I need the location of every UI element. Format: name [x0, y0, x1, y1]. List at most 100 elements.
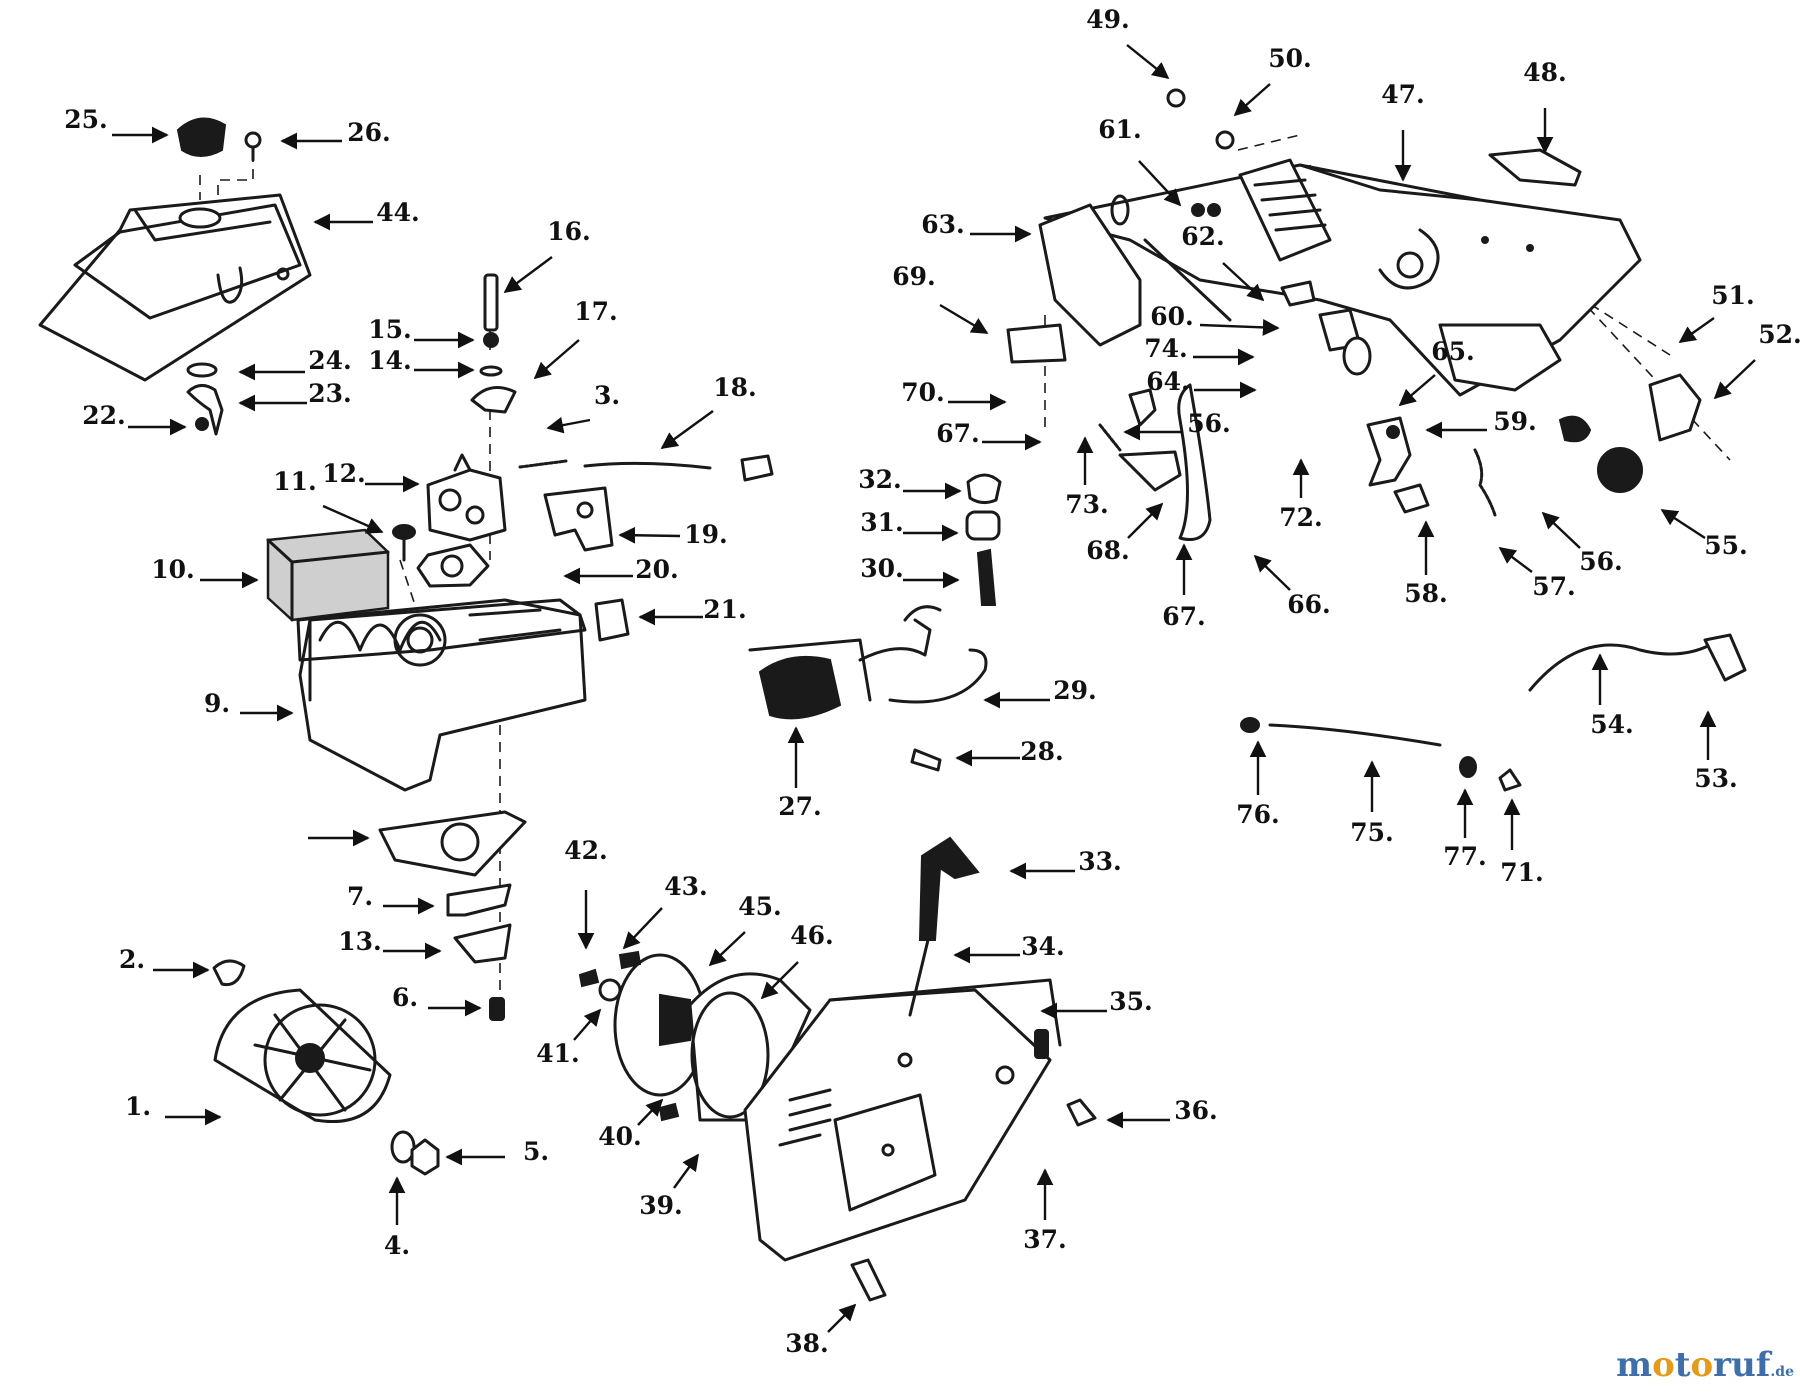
callout-24-22-label: 24. — [308, 346, 352, 375]
callout-35-33-label: 35. — [1109, 987, 1153, 1016]
callout-26-24-label: 26. — [347, 118, 391, 147]
throttle-trigger — [1366, 416, 1412, 487]
callout-32-30-label: 32. — [858, 465, 902, 494]
ignition-module — [748, 605, 988, 720]
handle-clips — [1006, 323, 1182, 492]
callout-71-71-label: 71. — [1500, 858, 1544, 887]
starter-housing — [743, 978, 1062, 1262]
callout-2-1-label: 2. — [119, 945, 145, 974]
callout-17-15-label: 17. — [574, 297, 618, 326]
callout-33-31-label: 33. — [1078, 847, 1122, 876]
callout-27-25-label: 27. — [778, 792, 822, 821]
callout-6-5-label: 6. — [392, 983, 418, 1012]
callout-68-68-label: 68. — [1086, 536, 1130, 565]
callout-43-41-arrow — [622, 907, 663, 950]
callout-70-70-label: 70. — [901, 378, 945, 407]
watermark-m: m — [1616, 1345, 1653, 1385]
top-bracket — [1488, 148, 1582, 187]
callout-69-69-arrow — [939, 303, 989, 335]
throttle-cable — [1528, 633, 1747, 692]
callout-76-76-label: 76. — [1236, 800, 1280, 829]
callout-21-19-label: 21. — [703, 595, 747, 624]
callout-64-63-label: 64. — [1146, 367, 1190, 396]
callout-65-64-arrow — [1398, 374, 1436, 407]
carburetor-gasket — [416, 543, 490, 588]
callout-57-56-label: 57. — [1532, 572, 1576, 601]
callout-52-50-label: 52. — [1758, 320, 1800, 349]
flywheel-key — [212, 959, 246, 987]
callout-55-53-arrow — [1660, 508, 1706, 540]
callout-15-13-label: 15. — [368, 315, 412, 344]
callout-16-14-label: 16. — [547, 217, 591, 246]
callout-49-47-label: 49. — [1086, 5, 1130, 34]
callout-3-2-arrow — [546, 416, 591, 434]
carburetor — [426, 453, 507, 542]
callout-66-65-arrow — [1253, 554, 1291, 591]
callout-67-66-label: 67. — [936, 419, 980, 448]
trigger-springs — [1098, 423, 1497, 517]
callout-9-7-label: 9. — [204, 689, 230, 718]
callout-51-49-label: 51. — [1711, 281, 1755, 310]
callout-60-59-label: 60. — [1150, 302, 1194, 331]
callout-61-60-arrow — [1138, 160, 1182, 207]
callout-13-11-label: 13. — [338, 927, 382, 956]
trigger-lockout — [1393, 483, 1430, 514]
handle-cover-plate — [1438, 323, 1562, 392]
callout-60-59-arrow — [1199, 319, 1280, 336]
callout-63-62-label: 63. — [921, 210, 965, 239]
callout-68-68-arrow — [1127, 502, 1164, 539]
callout-56-54-arrow — [1541, 511, 1581, 549]
callout-31-29-label: 31. — [860, 508, 904, 537]
fuel-line-set — [1240, 717, 1522, 792]
callout-5-4-label: 5. — [523, 1137, 549, 1166]
callout-52-50-arrow — [1713, 359, 1756, 400]
choke-bracket — [543, 486, 614, 552]
small-hardware — [1166, 88, 1372, 376]
callout-3-2-label: 3. — [594, 381, 620, 410]
callout-43-41-label: 43. — [664, 872, 708, 901]
module-screw — [910, 748, 942, 772]
callout-4-3-label: 4. — [384, 1231, 410, 1260]
side-lever — [1648, 373, 1702, 442]
starter-screws — [578, 950, 680, 1122]
callout-10-8-label: 10. — [151, 555, 195, 584]
callout-59-58-label: 59. — [1493, 407, 1537, 436]
cover-screw — [244, 131, 262, 162]
callout-44-42-label: 44. — [376, 198, 420, 227]
callout-50-48-label: 50. — [1268, 44, 1312, 73]
callout-18-16-label: 18. — [713, 373, 757, 402]
watermark-o-2: o — [1690, 1345, 1714, 1385]
callout-41-39-label: 41. — [536, 1039, 580, 1068]
housing-screw — [489, 997, 505, 1021]
callout-56-55-label: 56. — [1187, 409, 1231, 438]
callout-75-75-label: 75. — [1350, 818, 1394, 847]
callout-56-54-label: 56. — [1579, 547, 1623, 576]
callout-37-35-label: 37. — [1023, 1225, 1067, 1254]
callout-72-72-label: 72. — [1279, 503, 1323, 532]
starter-handle — [908, 836, 980, 1017]
watermark-ruf: ruf — [1713, 1345, 1771, 1385]
callout-48-46-label: 48. — [1523, 58, 1567, 87]
site-watermark: motoruf.de — [1616, 1345, 1794, 1385]
callout-47-45-label: 47. — [1381, 80, 1425, 109]
watermark-o-1: o — [1652, 1345, 1675, 1385]
callout-20-18-label: 20. — [635, 555, 679, 584]
callout-30-28-label: 30. — [860, 554, 904, 583]
housing-screws — [850, 1029, 1097, 1302]
callout-39-37-arrow — [673, 1153, 699, 1189]
callout-66-65-label: 66. — [1287, 590, 1331, 619]
callout-11-9-label: 11. — [273, 467, 317, 496]
callout-41-39-arrow — [573, 1008, 602, 1041]
callout-45-43-arrow — [708, 931, 746, 967]
callout-55-53-label: 55. — [1704, 531, 1748, 560]
flywheel — [213, 988, 392, 1123]
callout-18-16-arrow — [660, 410, 714, 449]
callout-38-36-arrow — [827, 1303, 857, 1333]
callout-28-26-label: 28. — [1020, 737, 1064, 766]
air-filter-element — [266, 528, 390, 622]
callout-22-20-label: 22. — [82, 401, 126, 430]
air-filter-cover — [38, 193, 312, 382]
callout-65-64-label: 65. — [1431, 337, 1475, 366]
handle-bar-tube — [1143, 238, 1232, 541]
watermark-tld: .de — [1770, 1364, 1794, 1380]
